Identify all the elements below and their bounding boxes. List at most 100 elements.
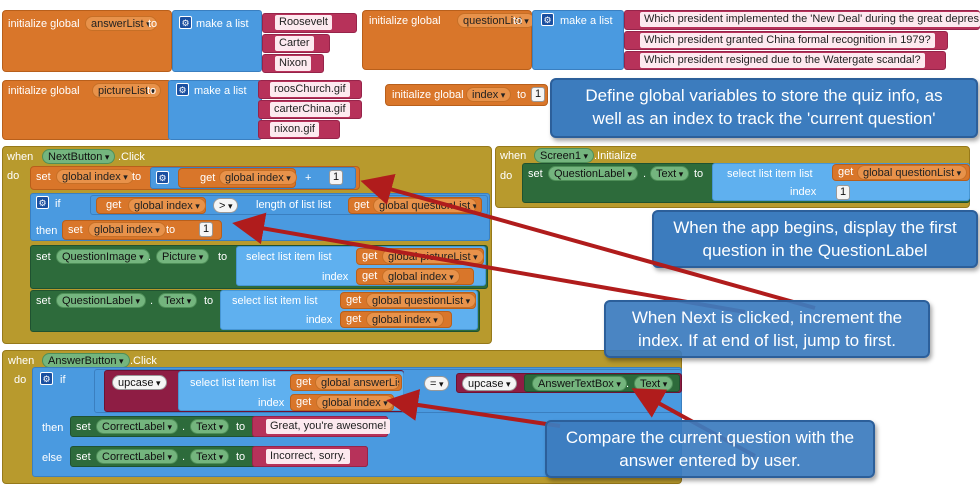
next-plus-label: + — [305, 172, 312, 184]
next-length-get-qlist-dropdown[interactable]: global questionList — [373, 198, 477, 213]
question-list-mutator-gear-icon[interactable]: ⚙ — [541, 13, 554, 26]
next-label-property-dropdown[interactable]: Text — [158, 293, 198, 308]
answer-list-item-3[interactable]: Nixon — [275, 56, 312, 71]
answer-then-to-label: to — [236, 421, 246, 433]
picture-list-item-2[interactable]: carterChina.gif — [270, 102, 350, 117]
next-set-label: set — [36, 171, 51, 183]
question-list-item-1[interactable]: Which president implemented the 'New Dea… — [640, 12, 980, 27]
answer-equals-operator-dropdown[interactable]: = — [424, 376, 450, 391]
next-do-label: do — [7, 170, 20, 182]
picture-list-mutator-gear-icon[interactable]: ⚙ — [176, 83, 189, 96]
next-picture-dot: . — [148, 251, 152, 263]
next-label-get-qlist-get: get — [346, 294, 362, 306]
answer-wrong-message[interactable]: Incorrect, sorry. — [266, 449, 350, 464]
next-set-to-label: to — [132, 171, 142, 183]
question-list-init-label: initialize global — [369, 15, 441, 27]
callout-app-begins: When the app begins, display the first q… — [652, 210, 978, 268]
screen-get-qlist-dropdown[interactable]: global questionList — [857, 165, 968, 180]
next-picture-property-dropdown[interactable]: Picture — [156, 249, 210, 264]
answer-textbox-property-dropdown[interactable]: Text — [634, 376, 674, 391]
next-then-set-label: set — [68, 224, 83, 236]
answer-textbox-component-dropdown[interactable]: AnswerTextBox — [532, 376, 627, 391]
next-button-component-dropdown[interactable]: NextButton — [42, 149, 116, 164]
next-picture-get-plist-dropdown[interactable]: global pictureList — [382, 249, 484, 264]
index-name-field[interactable]: index — [466, 87, 512, 102]
answer-list-item-2[interactable]: Carter — [275, 36, 314, 51]
next-picture-get-index-get: get — [362, 270, 378, 282]
next-label-component-dropdown[interactable]: QuestionLabel — [56, 293, 146, 308]
answer-upcase-left-dropdown[interactable]: upcase — [112, 375, 167, 390]
next-compare-get-index-dropdown[interactable]: global index — [128, 198, 206, 213]
question-list-item-2[interactable]: Which president granted China formal rec… — [640, 33, 935, 48]
screen-index-value[interactable]: 1 — [836, 185, 850, 200]
answer-list-name-field[interactable]: answerList — [85, 16, 157, 31]
picture-list-item-1[interactable]: roosChurch.gif — [270, 82, 350, 97]
callout-next-clicked: When Next is clicked, increment the inde… — [604, 300, 930, 358]
screen-label-dot: . — [643, 168, 647, 180]
next-picture-get-plist-get: get — [362, 250, 378, 262]
answer-list-mutator-gear-icon[interactable]: ⚙ — [179, 16, 192, 29]
callout-globals: Define global variables to store the qui… — [550, 78, 978, 138]
next-set-label-set: set — [36, 295, 51, 307]
screen-index-label: index — [790, 186, 817, 198]
answer-when-label: when — [8, 355, 35, 367]
index-init-value[interactable]: 1 — [531, 87, 545, 102]
next-get-label: get — [200, 172, 216, 184]
answer-list-to-label: to — [148, 18, 158, 30]
answer-then-property-dropdown[interactable]: Text — [190, 419, 230, 434]
screen-label-property-dropdown[interactable]: Text — [650, 166, 690, 181]
question-list-item-3[interactable]: Which president resigned due to the Wate… — [640, 53, 925, 68]
answer-else-to-label: to — [236, 451, 246, 463]
answer-then-dot: . — [182, 421, 186, 433]
answer-event-label: .Click — [130, 355, 157, 367]
index-to-label: to — [517, 89, 527, 101]
next-if-gear-icon[interactable]: ⚙ — [36, 196, 49, 209]
next-then-set-one-value[interactable]: 1 — [199, 222, 213, 237]
answer-else-property-dropdown[interactable]: Text — [190, 449, 230, 464]
screen-to-label: to — [694, 168, 704, 180]
screen-get-label: get — [838, 166, 854, 178]
next-label-get-qlist-dropdown[interactable]: global questionList — [366, 293, 477, 308]
next-set-var-dropdown[interactable]: global index — [56, 169, 134, 184]
screen-label-component-dropdown[interactable]: QuestionLabel — [548, 166, 638, 181]
answer-else-label: else — [42, 452, 63, 464]
next-then-set-var-dropdown[interactable]: global index — [88, 222, 166, 237]
next-picture-get-index-dropdown[interactable]: global index — [382, 269, 460, 284]
answer-then-component-dropdown[interactable]: CorrectLabel — [96, 419, 179, 434]
answer-list-item-1[interactable]: Roosevelt — [275, 15, 332, 30]
next-picture-component-dropdown[interactable]: QuestionImage — [56, 249, 150, 264]
screen-event-label: .Initialize — [594, 150, 637, 162]
next-picture-to-label: to — [218, 251, 228, 263]
picture-list-item-3[interactable]: nixon.gif — [270, 122, 319, 137]
answer-if-gear-icon[interactable]: ⚙ — [40, 372, 53, 385]
screen-do-label: do — [500, 170, 513, 182]
screen1-component-dropdown[interactable]: Screen1 — [534, 148, 595, 163]
answer-right-message[interactable]: Great, you're awesome! — [266, 419, 391, 434]
next-label-to-label: to — [204, 295, 214, 307]
answer-get-index-dropdown[interactable]: global index — [316, 395, 394, 410]
next-addition-gear-icon[interactable]: ⚙ — [156, 171, 169, 184]
answer-get-alist-dropdown[interactable]: global answerList — [315, 375, 400, 390]
answer-list-make-label: make a list — [196, 18, 249, 30]
index-init-label: initialize global — [392, 89, 464, 101]
next-label-get-index-dropdown[interactable]: global index — [366, 312, 444, 327]
screen-select-label: select list item list — [727, 168, 813, 180]
next-compare-get-label: get — [106, 199, 122, 211]
next-get-index-dropdown[interactable]: global index — [219, 170, 297, 185]
answer-else-dot: . — [182, 451, 186, 463]
answer-select-label: select list item list — [190, 377, 276, 389]
answer-upcase-right-dropdown[interactable]: upcase — [462, 376, 517, 391]
answer-then-set-label: set — [76, 421, 91, 433]
next-label-select-label: select list item list — [232, 295, 318, 307]
next-if-label: if — [55, 198, 61, 210]
question-list-make-list-block[interactable] — [532, 10, 624, 70]
next-plus-one-value[interactable]: 1 — [329, 170, 343, 185]
next-label-get-index-get: get — [346, 313, 362, 325]
question-list-name-field[interactable]: questionList — [457, 13, 535, 28]
next-picture-select-label: select list item list — [246, 251, 332, 263]
answer-get-alist-get: get — [296, 376, 312, 388]
answer-else-component-dropdown[interactable]: CorrectLabel — [96, 449, 179, 464]
picture-list-name-field[interactable]: pictureList — [92, 83, 162, 98]
answer-button-component-dropdown[interactable]: AnswerButton — [42, 353, 130, 368]
next-compare-operator-dropdown[interactable]: > — [213, 198, 239, 213]
